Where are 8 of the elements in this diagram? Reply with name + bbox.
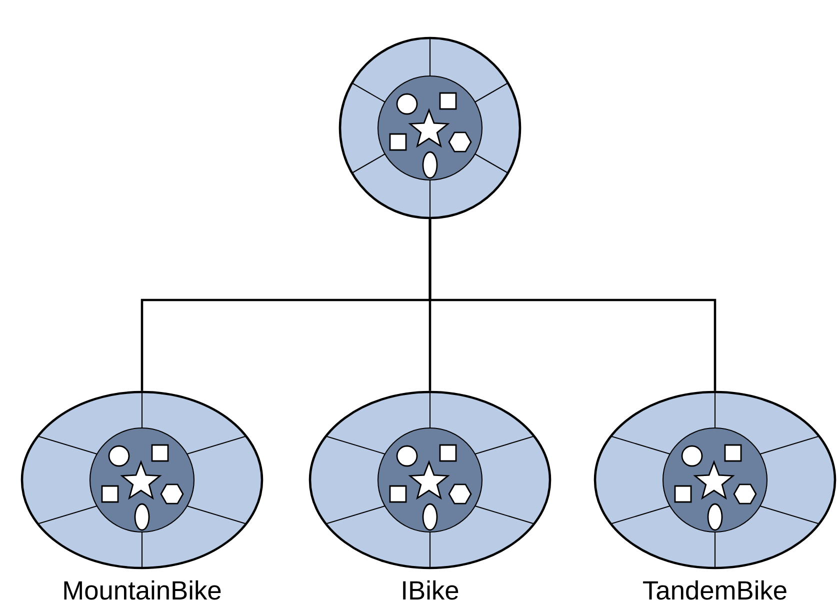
class-wheel-drawing <box>338 36 522 220</box>
class-wheel-drawing <box>20 390 264 600</box>
connector-line <box>428 219 716 391</box>
class-name: IBike <box>403 580 458 600</box>
class-wheel-drawing <box>308 390 552 600</box>
class-name: MountainBike <box>64 580 221 600</box>
class-wheel-drawing <box>594 390 836 600</box>
class-name: TandemBike <box>643 580 786 600</box>
